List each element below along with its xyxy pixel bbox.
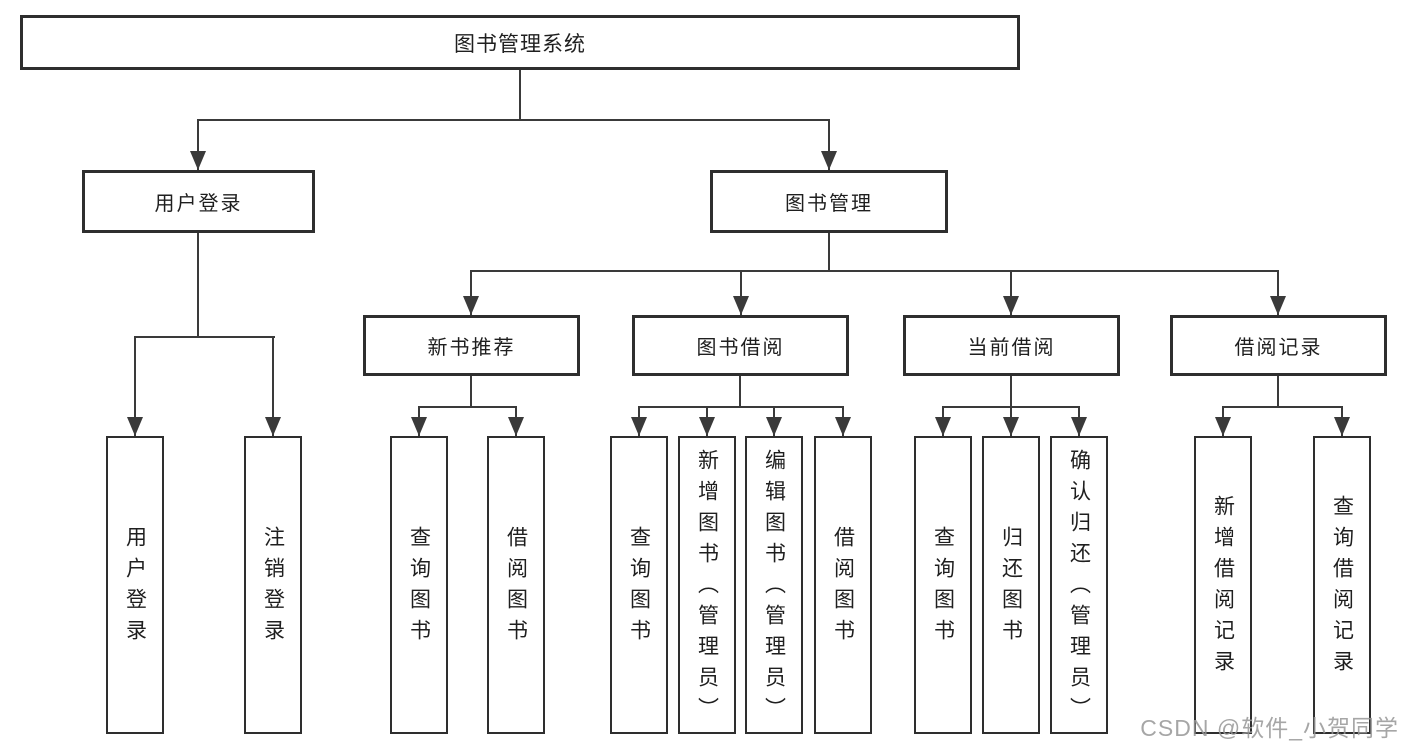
node-root-library-system: 图书管理系统: [20, 15, 1020, 70]
leaf-query-book-recommend: 查询图书: [390, 436, 448, 734]
arrow-down: [766, 406, 782, 436]
leaf-add-borrow-record: 新增借阅记录: [1194, 436, 1252, 734]
leaf-edit-book-admin: 编辑图书（管理员）: [745, 436, 803, 734]
arrow-down: [1003, 270, 1019, 315]
leaf-borrow-book-recommend: 借阅图书: [487, 436, 545, 734]
leaf-query-borrow-record: 查询借阅记录: [1313, 436, 1371, 734]
connector-line: [739, 376, 741, 407]
arrow-down: [1003, 406, 1019, 436]
connector-line: [519, 70, 521, 120]
leaf-confirm-return-admin: 确认归还（管理员）: [1050, 436, 1108, 734]
node-borrow-record: 借阅记录: [1170, 315, 1387, 376]
connector-line: [418, 406, 517, 408]
leaf-return-book: 归还图书: [982, 436, 1040, 734]
arrow-down: [1334, 406, 1350, 436]
arrow-down: [463, 270, 479, 315]
leaf-borrow-book: 借阅图书: [814, 436, 872, 734]
arrow-down: [631, 406, 647, 436]
leaf-add-book-admin: 新增图书（管理员）: [678, 436, 736, 734]
arrow-down: [821, 119, 837, 170]
node-current-borrow: 当前借阅: [903, 315, 1120, 376]
node-user-login: 用户登录: [82, 170, 315, 233]
arrow-down: [265, 336, 281, 436]
connector-line: [828, 233, 830, 271]
arrow-down: [1270, 270, 1286, 315]
csdn-watermark: CSDN @软件_小贺同学: [1140, 715, 1399, 741]
connector-line: [1222, 406, 1343, 408]
connector-line: [1277, 376, 1279, 407]
arrow-down: [935, 406, 951, 436]
leaf-logout: 注销登录: [244, 436, 302, 734]
arrow-down: [699, 406, 715, 436]
arrow-down: [411, 406, 427, 436]
arrow-down: [508, 406, 524, 436]
connector-line: [638, 406, 844, 408]
connector-line: [197, 233, 199, 337]
node-book-management: 图书管理: [710, 170, 948, 233]
arrow-down: [190, 119, 206, 170]
connector-line: [470, 270, 1279, 272]
connector-line: [1010, 376, 1012, 407]
connector-line: [134, 336, 275, 338]
connector-line: [470, 376, 472, 407]
leaf-query-book-borrow: 查询图书: [610, 436, 668, 734]
arrow-down: [835, 406, 851, 436]
arrow-down: [733, 270, 749, 315]
arrow-down: [1071, 406, 1087, 436]
leaf-query-book-current: 查询图书: [914, 436, 972, 734]
leaf-user-login: 用户登录: [106, 436, 164, 734]
connector-line: [197, 119, 830, 121]
node-new-book-recommend: 新书推荐: [363, 315, 580, 376]
arrow-down: [127, 336, 143, 436]
arrow-down: [1215, 406, 1231, 436]
node-book-borrow: 图书借阅: [632, 315, 849, 376]
